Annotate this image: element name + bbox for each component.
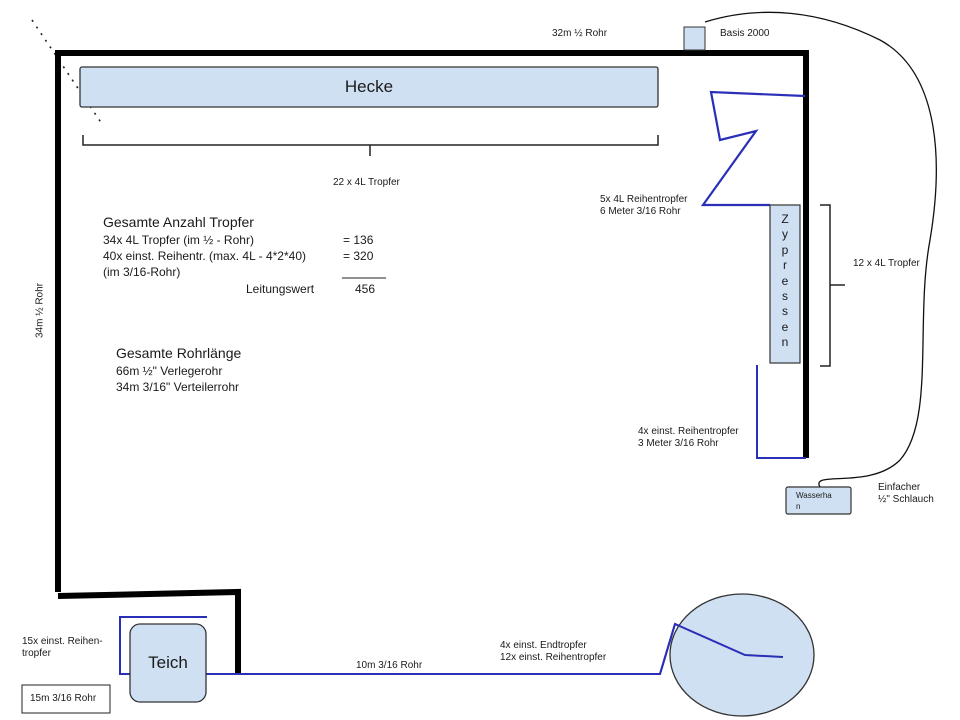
hose-line2: ½" Schlauch [878,494,934,505]
pond-drippers-label: 15x einst. Reihen- tropfer [22,636,103,660]
hose-line1: Einfacher [878,482,921,493]
cypress-letter: Z [781,212,789,226]
hedge-bracket [82,135,659,146]
pipes-summary-title: Gesamte Rohrlänge [116,345,242,361]
pond-box [129,623,207,703]
faucet-line1: Wasserha [796,491,832,500]
row-drippers-top-line1: 5x 4L Reihentropfer [600,194,688,205]
left-pipe-label: 34m ½ Rohr [34,282,46,339]
cypress-box [769,204,801,364]
row-drippers-mid-line2: 3 Meter 3/16 Rohr [638,438,719,449]
pond-pipe-label-box [21,684,111,714]
pond-drippers-line2: tropfer [22,648,51,659]
drippers-summary-total-label: Leitungswert [246,282,315,296]
row-drippers-top-line2: 6 Meter 3/16 Rohr [600,206,681,217]
cypress-letter: e [781,319,789,334]
main-pipe [55,50,809,592]
drippers-summary-total-value: 456 [355,282,376,296]
basis-label: Basis 2000 [720,28,770,39]
drippers-summary-row3: (im 3/16-Rohr) [103,265,181,279]
lower-right-pipe [756,365,806,459]
row-drippers-mid-label: 4x einst. Reihentropfer 3 Meter 3/16 Roh… [638,426,739,450]
cypress-label: Z y p r e s s e n [770,212,800,351]
circle-pipe-inlet [659,623,676,675]
drippers-summary-title: Gesamte Anzahl Tropfer [103,214,254,230]
bottom-pipe-label: 10m 3/16 Rohr [356,660,423,671]
faucet-box [785,486,852,515]
circle-pipe [674,623,784,658]
zigzag-pipe [700,90,806,207]
drippers-summary-row1-value: = 136 [343,233,374,247]
hose-label: Einfacher ½" Schlauch [878,482,934,506]
hedge-box [79,66,659,108]
pond-pipe-label: 15m 3/16 Rohr [30,693,97,704]
pipes-summary-row1: 66m ½" Verlegerohr [116,364,223,378]
basis-box [683,26,706,51]
cypress-drippers-label: 12 x 4L Tropfer [853,258,920,269]
drippers-summary-row1: 34x 4L Tropfer (im ½ - Rohr) [103,233,254,247]
cypress-letter: n [781,335,789,350]
circle-bed [669,593,815,717]
pond-pipe-enclosure [57,588,241,674]
cypress-letter: s [782,289,788,304]
garden-hose [704,11,937,488]
faucet-label: Wasserha n [796,490,832,512]
row-drippers-top-label: 5x 4L Reihentropfer 6 Meter 3/16 Rohr [600,194,687,218]
pond-blue-pipe [119,616,238,675]
cypress-letter: e [781,273,789,288]
pipes-summary-row2: 34m 3/16" Verteilerrohr [116,380,239,394]
drippers-summary-row2-value: = 320 [343,249,374,263]
cypress-letter: s [782,304,788,319]
pond-label: Teich [148,653,188,672]
cypress-bracket [820,204,831,367]
drippers-summary-row2: 40x einst. Reihentr. (max. 4L - 4*2*40) [103,249,306,263]
hedge-drippers-label: 22 x 4L Tropfer [333,177,400,188]
top-pipe-label: 32m ½ Rohr [552,28,608,39]
circle-drippers-label: 4x einst. Endtropfer 12x einst. Reihentr… [500,640,606,664]
hedge-label: Hecke [344,77,394,96]
cypress-letter: p [781,242,789,257]
cypress-letter: y [782,227,788,242]
pond-drippers-line1: 15x einst. Reihen- [22,636,103,647]
circle-drippers-line1: 4x einst. Endtropfer [500,640,587,651]
row-drippers-mid-line1: 4x einst. Reihentropfer [638,426,739,437]
cypress-letter: r [783,258,787,273]
faucet-line2: n [796,502,801,511]
circle-drippers-line2: 12x einst. Reihentropfer [500,652,607,663]
